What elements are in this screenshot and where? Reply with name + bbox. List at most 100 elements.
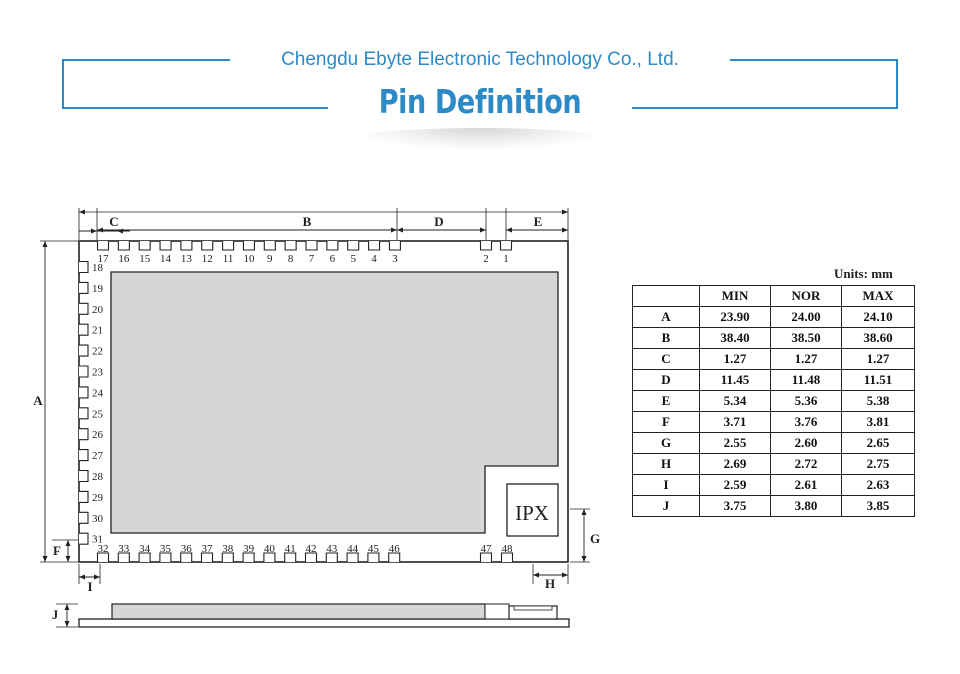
dim-arrow xyxy=(562,572,568,578)
table-cell: 3.75 xyxy=(699,495,771,517)
table-cell: 3.85 xyxy=(841,495,915,517)
pin-number-label: 47 xyxy=(481,543,493,555)
pin-number-label: 42 xyxy=(306,543,317,555)
table-cell: 2.59 xyxy=(699,474,771,496)
top-pin-pad xyxy=(159,241,172,251)
table-cell: 11.45 xyxy=(699,369,771,391)
pin-number-label: 11 xyxy=(223,253,234,265)
pin-number-label: 37 xyxy=(202,543,214,555)
bottom-pin-pad xyxy=(242,552,255,562)
side-view xyxy=(78,603,570,628)
table-cell: 3.76 xyxy=(770,411,842,433)
table-row-label: E xyxy=(632,390,700,412)
table-cell: 38.40 xyxy=(699,327,771,349)
top-pin-pad xyxy=(138,241,151,251)
dim-arrow xyxy=(65,540,71,546)
table-header-cell: NOR xyxy=(770,285,842,307)
bottom-pin-pad xyxy=(346,552,359,562)
pin-number-label: 5 xyxy=(350,253,356,265)
table-cell: 5.36 xyxy=(770,390,842,412)
top-pin-pad xyxy=(263,241,276,251)
table-cell: 2.61 xyxy=(770,474,842,496)
side-view-pcb xyxy=(78,618,570,628)
top-pin-pad xyxy=(222,241,235,251)
table-cell: 5.38 xyxy=(841,390,915,412)
pin-number-label: 27 xyxy=(92,450,104,462)
pin-number-label: 25 xyxy=(92,408,104,420)
title-shadow xyxy=(350,128,610,150)
dim-arrow xyxy=(64,621,70,627)
top-pin-pad xyxy=(388,241,401,251)
pin-number-label: 46 xyxy=(389,543,401,555)
left-pin-pad xyxy=(79,281,89,294)
pin-number-label: 14 xyxy=(160,253,172,265)
table-row-label: I xyxy=(632,474,700,496)
table-row-label: D xyxy=(632,369,700,391)
pin-number-label: 35 xyxy=(160,543,172,555)
table-cell: 2.72 xyxy=(770,453,842,475)
dim-arrow xyxy=(117,228,123,234)
bottom-pin-pad xyxy=(96,552,110,562)
table-cell: 2.65 xyxy=(841,432,915,454)
bottom-pin-pad xyxy=(200,552,214,562)
pin-number-label: 32 xyxy=(98,543,109,555)
dim-arrow xyxy=(97,227,103,233)
pin-number-label: 8 xyxy=(288,253,294,265)
table-row-label: B xyxy=(632,327,700,349)
bottom-pin-pad xyxy=(325,552,338,562)
top-pin-pad xyxy=(96,241,110,251)
dim-arrow xyxy=(581,509,587,515)
pin-number-label: 41 xyxy=(285,543,296,555)
pin-number-label: 24 xyxy=(92,387,104,399)
side-view-ipx-top xyxy=(513,605,553,611)
bottom-pin-pad xyxy=(284,552,297,562)
pin-number-label: 22 xyxy=(92,346,103,358)
pin-number-label: 17 xyxy=(98,253,110,265)
pin-number-label: 34 xyxy=(139,543,151,555)
side-view-gap xyxy=(484,603,510,620)
dim-label-b: B xyxy=(303,214,312,229)
table-cell: 5.34 xyxy=(699,390,771,412)
pin-number-label: 9 xyxy=(267,253,273,265)
dim-label-g: G xyxy=(590,531,600,546)
pin-number-label: 20 xyxy=(92,304,104,316)
pin-number-label: 26 xyxy=(92,429,104,441)
table-cell: 23.90 xyxy=(699,306,771,328)
pin-number-label: 31 xyxy=(92,534,103,546)
bottom-pin-pad xyxy=(117,552,130,562)
pin-number-label: 33 xyxy=(118,543,130,555)
table-cell: 2.63 xyxy=(841,474,915,496)
pin-number-label: 16 xyxy=(118,253,130,265)
dim-arrow xyxy=(91,228,97,234)
dim-arrow xyxy=(79,209,85,215)
top-pin-pad xyxy=(201,241,214,251)
bottom-pin-pad xyxy=(388,552,401,562)
pin-number-label: 19 xyxy=(92,283,104,295)
pin-number-label: 13 xyxy=(181,253,193,265)
ipx-label: IPX xyxy=(515,501,549,525)
bottom-pin-pad xyxy=(159,552,172,562)
pin-number-label: 1 xyxy=(503,253,509,265)
table-cell: 2.69 xyxy=(699,453,771,475)
dim-label-f: F xyxy=(53,543,61,558)
pin-number-label: 23 xyxy=(92,367,104,379)
table-cell: 1.27 xyxy=(770,348,842,370)
top-pin-pad xyxy=(242,241,255,251)
top-pin-pad xyxy=(117,241,130,251)
table-row-label: J xyxy=(632,495,700,517)
dim-arrow xyxy=(533,572,539,578)
pin-number-label: 3 xyxy=(392,253,398,265)
pin-number-label: 7 xyxy=(309,253,315,265)
table-cell: 1.27 xyxy=(841,348,915,370)
dim-arrow xyxy=(65,556,71,562)
pin-pads xyxy=(79,241,514,562)
dim-arrow xyxy=(581,556,587,562)
